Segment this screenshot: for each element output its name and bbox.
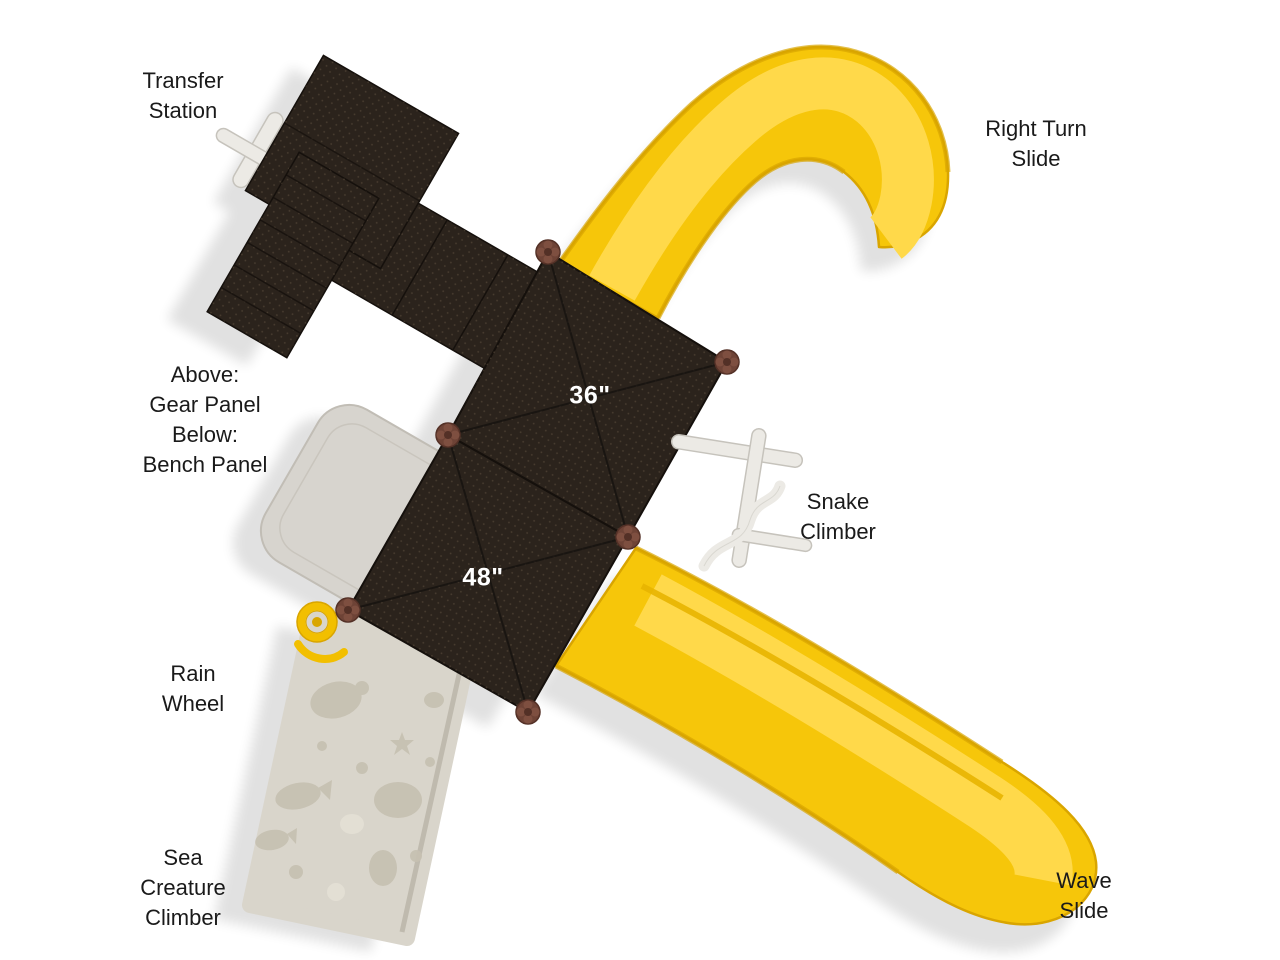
label-transfer-station: Transfer Station [142,68,224,123]
label-snake-climber: Snake Climber [800,489,876,544]
snake-climber-shape [670,428,813,572]
wave-slide-shape [554,545,1098,926]
post-cap [515,699,541,725]
deck-size-48-label: 48" [462,563,504,592]
deck-posts [335,239,740,725]
label-rain-wheel: Rain Wheel [161,661,225,716]
label-sea-creature-climber: Sea Creature Climber [140,845,226,930]
post-cap [435,422,461,448]
label-right-turn-slide: Right Turn Slide [985,116,1087,171]
deck-48-shape [347,434,629,713]
sea-creature-climber-shape [250,612,470,938]
post-cap [535,239,561,265]
right-turn-slide-shape [557,44,951,320]
deck-size-36-label: 36" [569,381,611,410]
post-cap [615,524,641,550]
rain-wheel-shape [294,601,348,663]
post-cap [335,597,361,623]
label-gear-bench-panel: Above: Gear Panel Below: Bench Panel [142,362,268,477]
label-wave-slide: Wave Slide [1056,868,1112,923]
deck-36-shape [447,251,728,538]
post-cap [714,349,740,375]
